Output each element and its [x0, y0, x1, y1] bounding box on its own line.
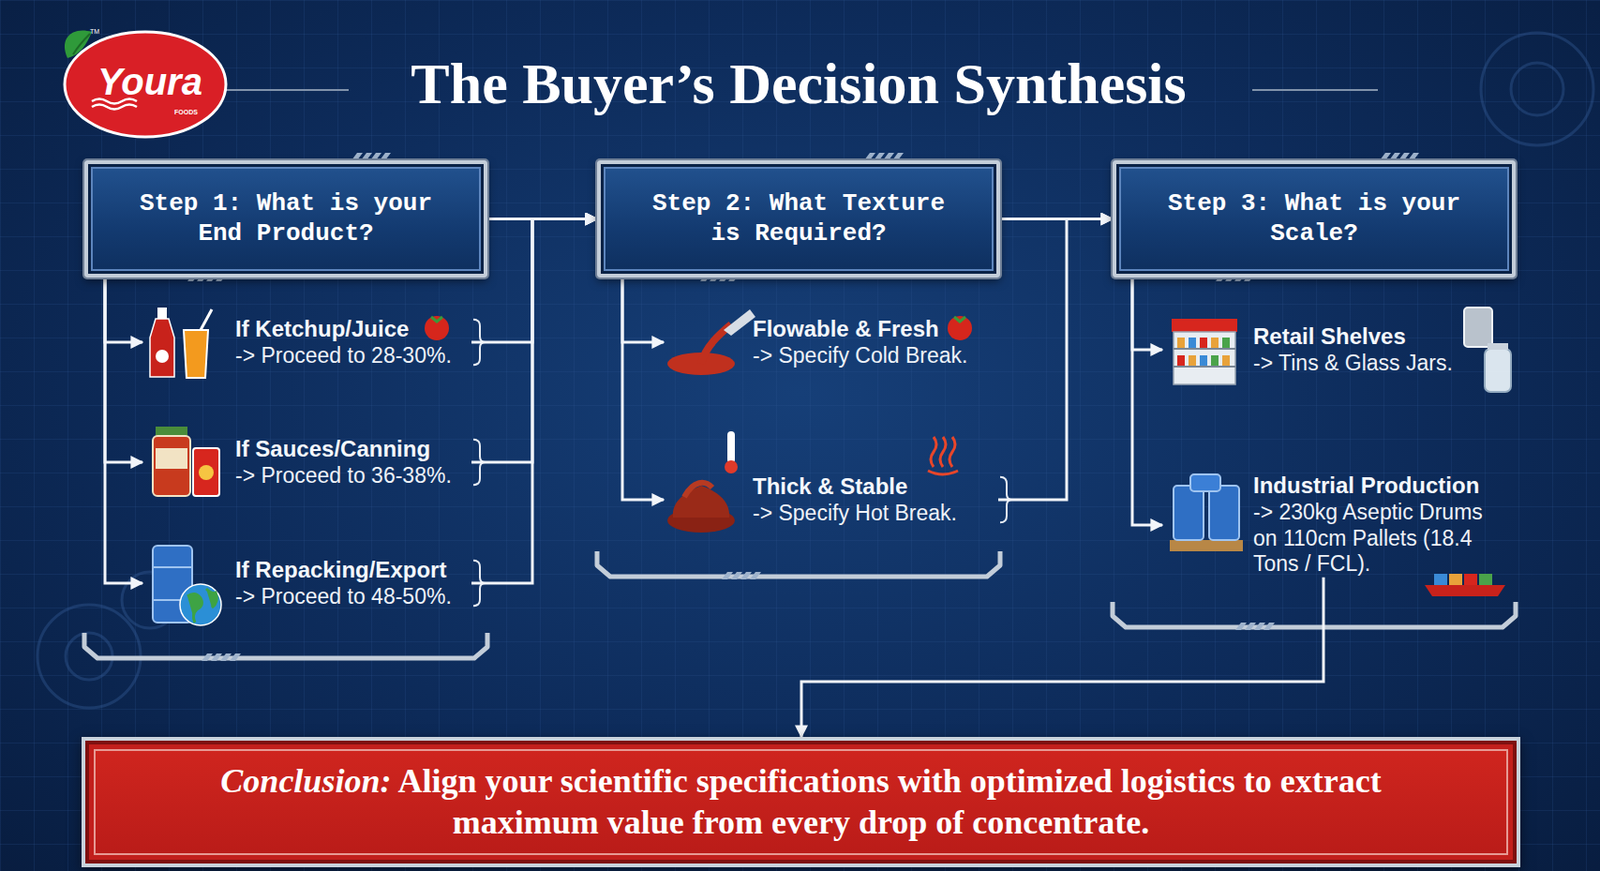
step-header: Step 1: What is your End Product?: [84, 160, 488, 278]
flow-connector: [801, 577, 1324, 737]
flow-connector: [622, 277, 664, 343]
option-heading: If Ketchup/Juice: [235, 315, 472, 344]
step-question: Step 1: What is your End Product?: [136, 189, 435, 249]
option-result: -> Proceed to 36-38%.: [235, 463, 472, 490]
flow-connector: [1132, 277, 1163, 525]
flow-connector: [471, 219, 598, 463]
logo: [64, 29, 226, 137]
logo-subtitle: FOODS: [174, 108, 198, 117]
conclusion-lead: Conclusion:: [220, 762, 391, 800]
step-question: Step 2: What Texture is Required?: [649, 189, 948, 249]
flow-connector: [622, 277, 664, 500]
option-result: -> Tins & Glass Jars.: [1253, 350, 1511, 377]
option-item: Flowable & Fresh-> Specify Cold Break.: [663, 315, 999, 369]
flow-connector: [1000, 217, 1113, 221]
option-item: Retail Shelves-> Tins & Glass Jars.: [1162, 323, 1511, 376]
step-question: Step 3: What is your Scale?: [1165, 189, 1464, 249]
logo-wordmark: Youra: [97, 59, 203, 104]
option-item: Industrial Production-> 230kg Aseptic Dr…: [1162, 472, 1511, 578]
page-title: The Buyer’s Decision Synthesis: [283, 48, 1315, 119]
option-result: -> Specify Cold Break.: [752, 343, 999, 370]
option-result: -> 230kg Aseptic Drums on 110cm Pallets …: [1253, 499, 1511, 578]
option-heading: Retail Shelves: [1253, 323, 1511, 351]
option-result: -> Specify Hot Break.: [752, 500, 999, 527]
option-heading: If Sauces/Canning: [235, 435, 472, 464]
option-heading: Thick & Stable: [752, 473, 999, 501]
option-item: If Sauces/Canning-> Proceed to 36-38%.: [142, 435, 472, 489]
step-header: Step 3: What is your Scale?: [1112, 160, 1516, 278]
conclusion-body: Align your scientific specifications wit…: [397, 762, 1381, 840]
flow-connector: [104, 277, 143, 463]
option-result: -> Proceed to 28-30%.: [235, 343, 472, 370]
flow-connector: [104, 277, 143, 343]
option-item: If Ketchup/Juice-> Proceed to 28-30%.: [142, 315, 472, 369]
option-heading: Industrial Production: [1253, 472, 1511, 500]
flow-connector: [471, 219, 598, 343]
flow-connector: [1132, 277, 1163, 350]
tray-stripes: [201, 571, 1275, 661]
step-header: Step 2: What Texture is Required?: [597, 160, 1001, 278]
gear-outlines: [37, 32, 1594, 708]
trademark-mark: TM: [89, 28, 100, 36]
option-result: -> Proceed to 48-50%.: [235, 583, 472, 611]
option-heading: Flowable & Fresh: [752, 315, 999, 344]
flow-connector: [998, 219, 1113, 500]
conclusion-banner: Conclusion: Align your scientific specif…: [81, 736, 1521, 868]
flow-connector: [104, 277, 143, 584]
supermarket-shelf-icon: [1171, 307, 1511, 392]
drum-globe-icon: [152, 545, 222, 626]
option-item: Thick & Stable-> Specify Hot Break.: [663, 473, 999, 526]
flow-connector: [471, 219, 598, 584]
option-heading: If Repacking/Export: [235, 556, 472, 584]
option-item: If Repacking/Export-> Proceed to 48-50%.: [142, 556, 472, 610]
jar-can-icon: [152, 426, 220, 496]
flow-connector: [487, 217, 598, 221]
conclusion-text: Conclusion: Align your scientific specif…: [215, 761, 1388, 842]
